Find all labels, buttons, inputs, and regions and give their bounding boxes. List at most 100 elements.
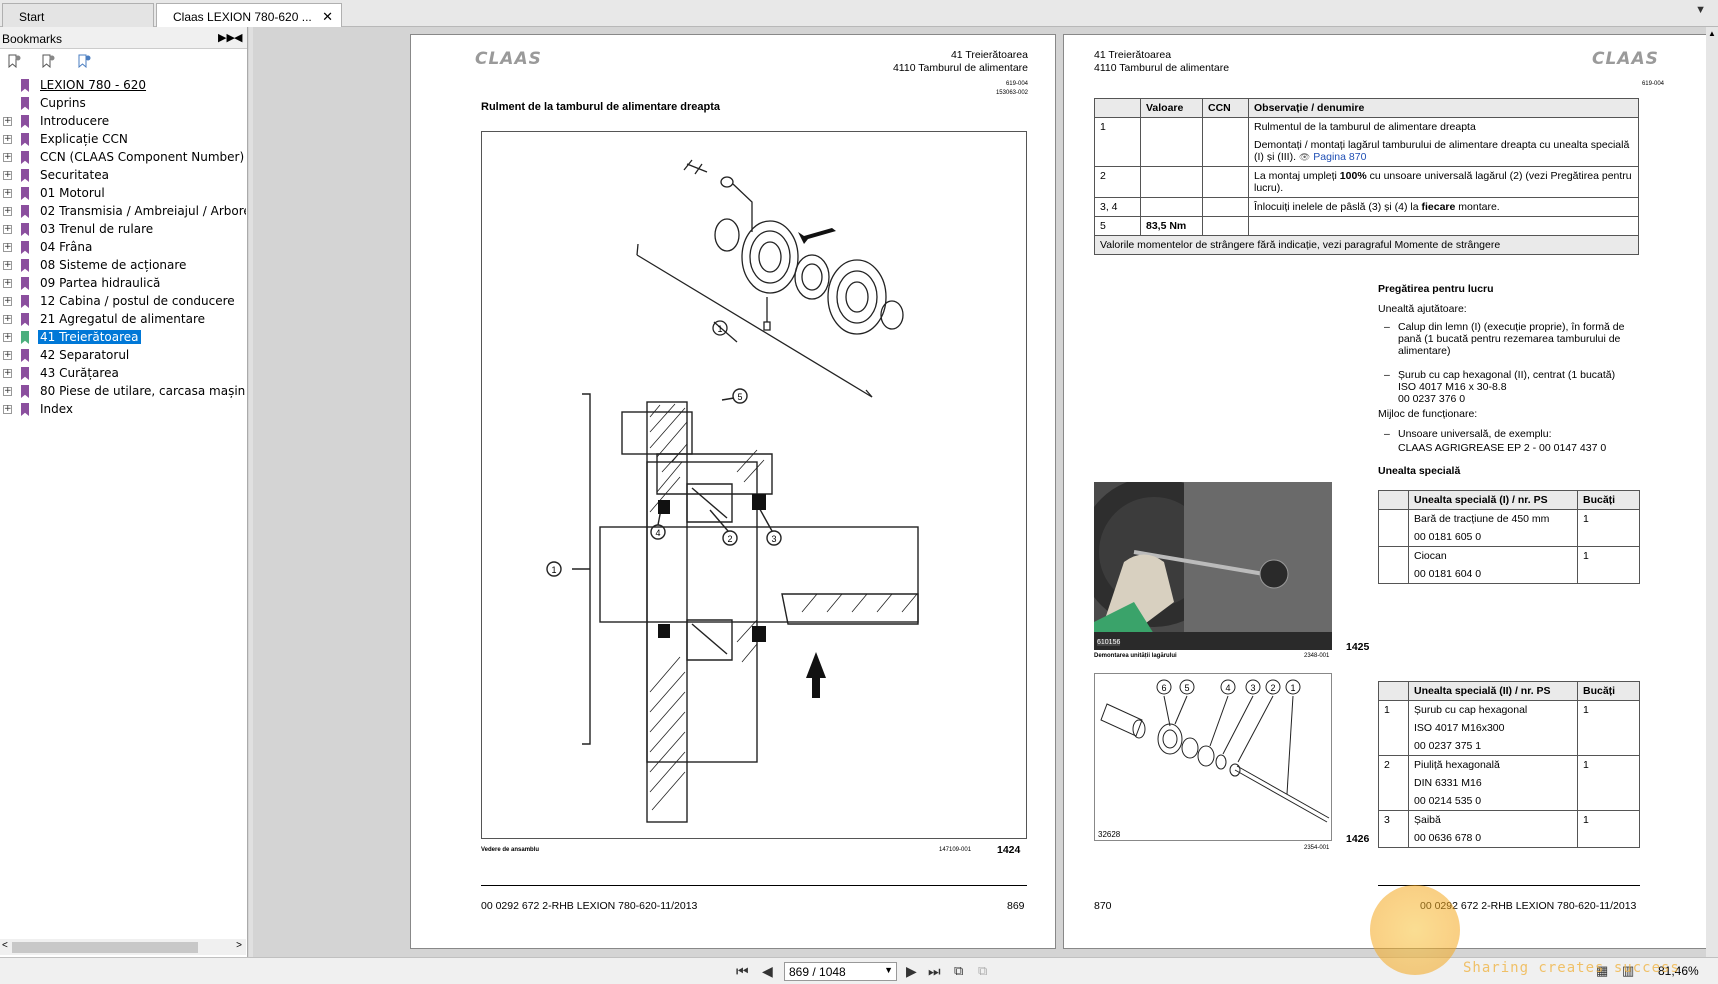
tree-item-label[interactable]: 03 Trenul de rulare [40,222,154,236]
table-header [1378,681,1409,701]
bookmark-add-icon[interactable] [6,54,22,68]
tree-item-label[interactable]: 80 Piese de utilare, carcasa mașinii [40,384,246,398]
tree-item[interactable]: + Index [0,401,246,419]
table-cell-text: ISO 4017 M16x300 [1414,722,1505,734]
tree-item[interactable]: +12 Cabina / postul de conducere [0,293,246,311]
tree-item[interactable]: +02 Transmisia / Ambreiajul / Arborele c [0,203,246,221]
tree-item-label[interactable]: Explicație CCN [40,132,128,146]
expand-plus-icon[interactable]: + [3,386,12,396]
expand-plus-icon[interactable]: + [3,224,12,234]
table-cell: 2 [1378,755,1409,811]
callout-label: 5 [737,392,742,402]
expand-plus-icon[interactable]: + [3,152,12,162]
tree-item-label[interactable]: Securitatea [40,168,109,182]
panel-splitter[interactable] [249,27,253,957]
list-item-text: Șurub cu cap hexagonal (II), centrat (1 … [1398,369,1616,381]
tree-item[interactable]: +04 Frâna [0,239,246,257]
tree-item[interactable]: +21 Agregatul de alimentare [0,311,246,329]
tree-item[interactable]: + Securitatea [0,167,246,185]
table-cell: 1 [1094,117,1141,167]
tree-item-selected[interactable]: +41 Treierătoarea [0,329,246,347]
table-cell-text: La montaj umpleți [1254,170,1340,182]
tree-item-label[interactable]: 09 Partea hidraulică [40,276,161,290]
zoom-level[interactable]: 81,46% [1658,964,1699,978]
expand-plus-icon[interactable]: + [3,314,12,324]
scroll-left-icon[interactable]: < [2,940,8,951]
tree-item[interactable]: +08 Sisteme de acționare [0,257,246,275]
tree-item[interactable]: +09 Partea hidraulică [0,275,246,293]
page-link[interactable]: Pagina 870 [1313,151,1367,163]
tree-item-label[interactable]: Cuprins [40,96,86,110]
tree-item-label[interactable]: 02 Transmisia / Ambreiajul / Arborele c [40,204,246,218]
table-cell: 2 [1094,166,1141,198]
tree-item[interactable]: + CCN (CLAAS Component Number) [0,149,246,167]
scroll-right-icon[interactable]: > [236,940,242,951]
scrollbar-thumb[interactable] [12,942,198,953]
page-number-field[interactable]: 869 / 1048▼ [784,962,897,981]
tree-item[interactable]: +03 Trenul de rulare [0,221,246,239]
tree-item-label[interactable]: 12 Cabina / postul de conducere [40,294,235,308]
tree-item-label[interactable]: 04 Frâna [40,240,93,254]
single-page-icon[interactable]: ▦ [1596,963,1609,978]
tree-item-label[interactable]: 21 Agregatul de alimentare [40,312,206,326]
tree-item-label[interactable]: 43 Curățarea [40,366,119,380]
close-icon[interactable]: ✕ [322,9,333,24]
tree-item-label[interactable]: 41 Treierătoarea [38,330,141,344]
tab-document[interactable]: Claas LEXION 780-620 ...✕ [156,3,342,27]
bookmark-remove-icon[interactable] [40,54,56,68]
expand-plus-icon[interactable]: + [3,404,12,414]
expand-icon[interactable]: ▶▶ [218,32,235,44]
tree-item-label[interactable]: LEXION 780 - 620 [40,78,147,92]
table-note: Valorile momentelor de strângere fără in… [1094,235,1639,255]
table-header: Valoare [1140,98,1203,118]
chevron-down-icon[interactable]: ▼ [884,965,893,975]
table-cell: 1 [1577,546,1640,584]
expand-plus-icon[interactable]: + [3,332,12,342]
tree-item-label[interactable]: CCN (CLAAS Component Number) [40,150,245,164]
table-cell: 5 [1094,216,1141,236]
chevron-down-icon[interactable]: ▼ [1695,4,1706,16]
tree-item[interactable]: + Introducere [0,113,246,131]
tree-item-label[interactable]: 08 Sisteme de acționare [40,258,187,272]
tree-item[interactable]: +43 Curățarea [0,365,246,383]
collapse-panel-icon[interactable]: ◀ [234,32,243,44]
tab-start[interactable]: Start [2,3,154,27]
expand-plus-icon[interactable]: + [3,206,12,216]
expand-plus-icon[interactable]: + [3,116,12,126]
expand-plus-icon[interactable]: + [3,170,12,180]
tree-item-label[interactable]: Index [40,402,74,416]
expand-plus-icon[interactable]: + [3,242,12,252]
table-row: 5 83,5 Nm [1094,216,1639,236]
first-page-icon[interactable]: ⏮ [736,963,749,979]
tree-item[interactable]: Cuprins [0,95,246,113]
expand-plus-icon[interactable]: + [3,296,12,306]
scroll-up-icon[interactable]: ▲ [1708,29,1716,38]
callout-label: 1 [1290,683,1295,693]
tree-item[interactable]: +01 Motorul [0,185,246,203]
expand-plus-icon[interactable]: + [3,368,12,378]
tree-item[interactable]: +42 Separatorul [0,347,246,365]
torque-table: Valoare CCN Observație / denumire 1 Rulm… [1094,98,1639,255]
table-cell-text: Înlocuiți inelele de pâslă (3) și (4) la [1254,201,1422,213]
next-page-icon[interactable]: ▶ [906,963,917,979]
two-page-icon[interactable]: ▥ [1622,963,1635,978]
tree-item-label[interactable]: 01 Motorul [40,186,105,200]
expand-plus-icon[interactable]: + [3,260,12,270]
tree-item[interactable]: + Explicație CCN [0,131,246,149]
bookmark-find-icon[interactable] [76,54,92,68]
tree-item[interactable]: LEXION 780 - 620 [0,77,246,95]
tree-item[interactable]: +80 Piese de utilare, carcasa mașinii [0,383,246,401]
last-page-icon[interactable]: ⏭ [928,963,941,979]
expand-plus-icon[interactable]: + [3,188,12,198]
tree-item-label[interactable]: Introducere [40,114,110,128]
expand-plus-icon[interactable]: + [3,134,12,144]
next-view-icon[interactable]: ⧉ [978,963,988,978]
expand-plus-icon[interactable]: + [3,350,12,360]
tree-item-label[interactable]: 42 Separatorul [40,348,130,362]
previous-page-icon[interactable]: ◀ [762,963,773,979]
expand-plus-icon[interactable]: + [3,278,12,288]
horizontal-scrollbar[interactable]: < > [0,939,246,955]
previous-view-icon[interactable]: ⧉ [954,963,964,978]
vertical-scrollbar[interactable]: ▲ [1706,27,1718,957]
